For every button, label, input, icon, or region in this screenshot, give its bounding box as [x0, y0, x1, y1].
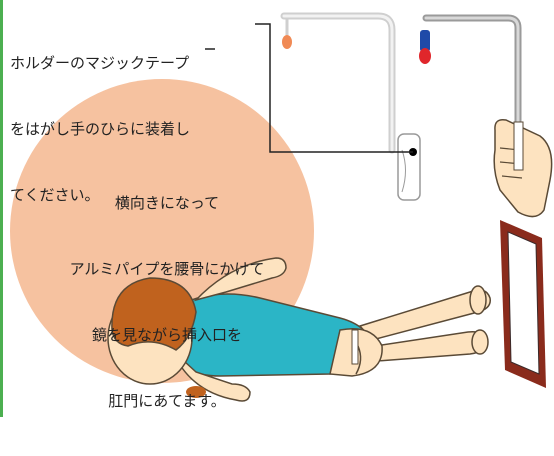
leader-lines — [205, 23, 413, 153]
illustration-stage: ホルダーのマジックテープ をはがし手のひらに装着し てください。 横向きになって… — [0, 0, 553, 417]
instruction-top-line-1: ホルダーのマジックテープ — [10, 54, 190, 72]
instruction-top-line-3: てください。 — [10, 186, 100, 204]
instruction-circle-line-4: 肛門にあてます。 — [108, 392, 226, 410]
holder-diagram-icon — [280, 12, 421, 201]
instruction-circle-line-1: 横向きになって — [114, 194, 220, 212]
illustration-svg — [10, 12, 553, 402]
instruction-top: ホルダーのマジックテープ をはがし手のひらに装着し てください。 — [10, 8, 190, 250]
mirror-icon — [500, 220, 546, 388]
lying-person-icon — [107, 257, 491, 402]
instruction-circle-line-3: 鏡を見ながら挿入口を — [91, 326, 242, 344]
left-border — [0, 0, 3, 417]
instruction-circle-line-2: アルミパイプを腰骨にかけて — [69, 260, 265, 278]
instruction-top-line-2: をはがし手のひらに装着し — [10, 120, 191, 138]
hand-holding-pipe-icon — [419, 14, 553, 218]
instruction-circle: 横向きになって アルミパイプを腰骨にかけて 鏡を見ながら挿入口を 肛門にあてます… — [58, 148, 276, 456]
